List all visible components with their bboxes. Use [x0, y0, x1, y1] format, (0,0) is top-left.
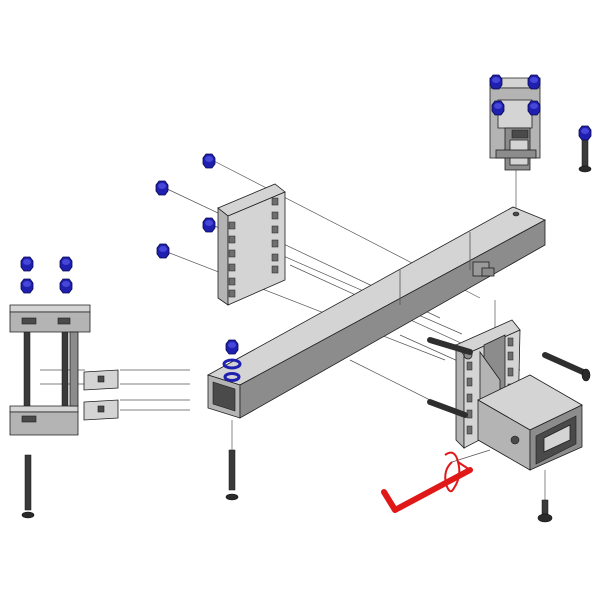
bolt-hitch-bottom: [537, 499, 553, 523]
lock-nut-icon: [20, 256, 34, 272]
bolt-bracket-left-3: [21, 454, 35, 519]
side-mount-bracket: [9, 304, 119, 436]
lock-nut-icon: [527, 74, 541, 90]
bolt-bracket-left-2: [61, 329, 69, 411]
lock-nut-icon: [489, 74, 503, 90]
lock-nut-icon: [578, 125, 592, 141]
lock-nut-icon: [491, 100, 505, 116]
vertical-adjustment-plate: [217, 183, 286, 306]
lock-nut-icon: [59, 278, 73, 294]
lock-nut-icon: [527, 100, 541, 116]
lock-nut-icon: [156, 243, 170, 259]
bolt-tube-bottom: [225, 449, 239, 501]
lock-nut-icon: [20, 278, 34, 294]
bolt-bracket-left-1: [23, 329, 31, 411]
receiver-hitch-assembly: [455, 319, 583, 471]
main-crossbar-tube: [206, 206, 546, 419]
carriage-bolts: [21, 127, 592, 523]
lock-nut-dark-icon: [225, 339, 239, 355]
bolt-hitch-upper: [427, 337, 473, 355]
lock-nut-icon: [202, 153, 216, 169]
lock-nut-icon: [155, 180, 169, 196]
hitch-pin: [381, 451, 473, 513]
bolt-hitch-right: [542, 352, 591, 382]
tube-end-hardware: [222, 339, 242, 382]
bolt-hitch-lower: [427, 399, 468, 418]
top-right-clamp-bracket: [489, 77, 541, 171]
lock-nut-icon: [59, 256, 73, 272]
lock-nut-icon: [202, 217, 216, 233]
